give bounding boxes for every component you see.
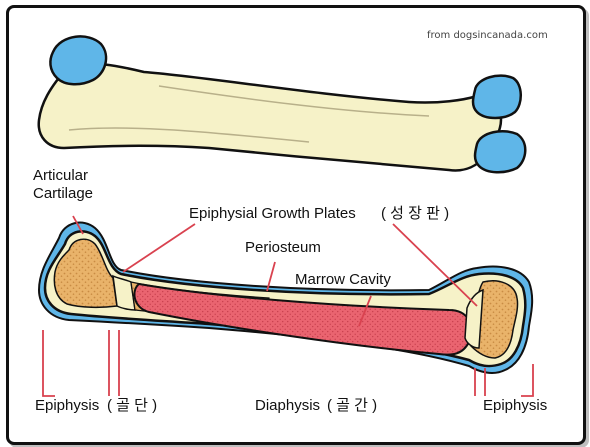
label-articular-line1: Articular xyxy=(33,167,88,184)
label-growth-plates: Epiphysial Growth Plates xyxy=(189,205,356,222)
left-epiphysis-spongy-bone xyxy=(53,238,118,309)
marrow-cavity xyxy=(133,282,473,356)
cartilage-cap-top-right-lower xyxy=(473,130,527,174)
label-diaphysis-korean: ( 골 간 ) xyxy=(327,397,377,414)
whole-bone-illustration xyxy=(37,35,527,174)
label-epiphysis-left: Epiphysis xyxy=(35,397,99,414)
label-articular-line2: Cartilage xyxy=(33,185,93,202)
credit-text: from dogsincanada.com xyxy=(427,30,548,41)
label-epiphysis-right: Epiphysis xyxy=(483,397,547,414)
diagram-frame: from dogsincanada.com xyxy=(6,5,586,445)
bone-cross-section xyxy=(37,221,534,374)
growth-plate-right xyxy=(464,288,484,349)
label-epiphysis-left-korean: ( 골 단 ) xyxy=(107,397,157,414)
cartilage-cap-top-right-upper xyxy=(471,74,522,120)
bone-diagram: from dogsincanada.com xyxy=(33,30,548,414)
label-marrow-cavity: Marrow Cavity xyxy=(295,271,391,288)
cartilage-cap-top-left xyxy=(49,35,108,86)
label-periosteum: Periosteum xyxy=(245,239,321,256)
label-growth-plates-korean: ( 성 장 판 ) xyxy=(381,205,449,222)
pointer-lines xyxy=(42,215,534,397)
label-diaphysis: Diaphysis xyxy=(255,397,320,414)
